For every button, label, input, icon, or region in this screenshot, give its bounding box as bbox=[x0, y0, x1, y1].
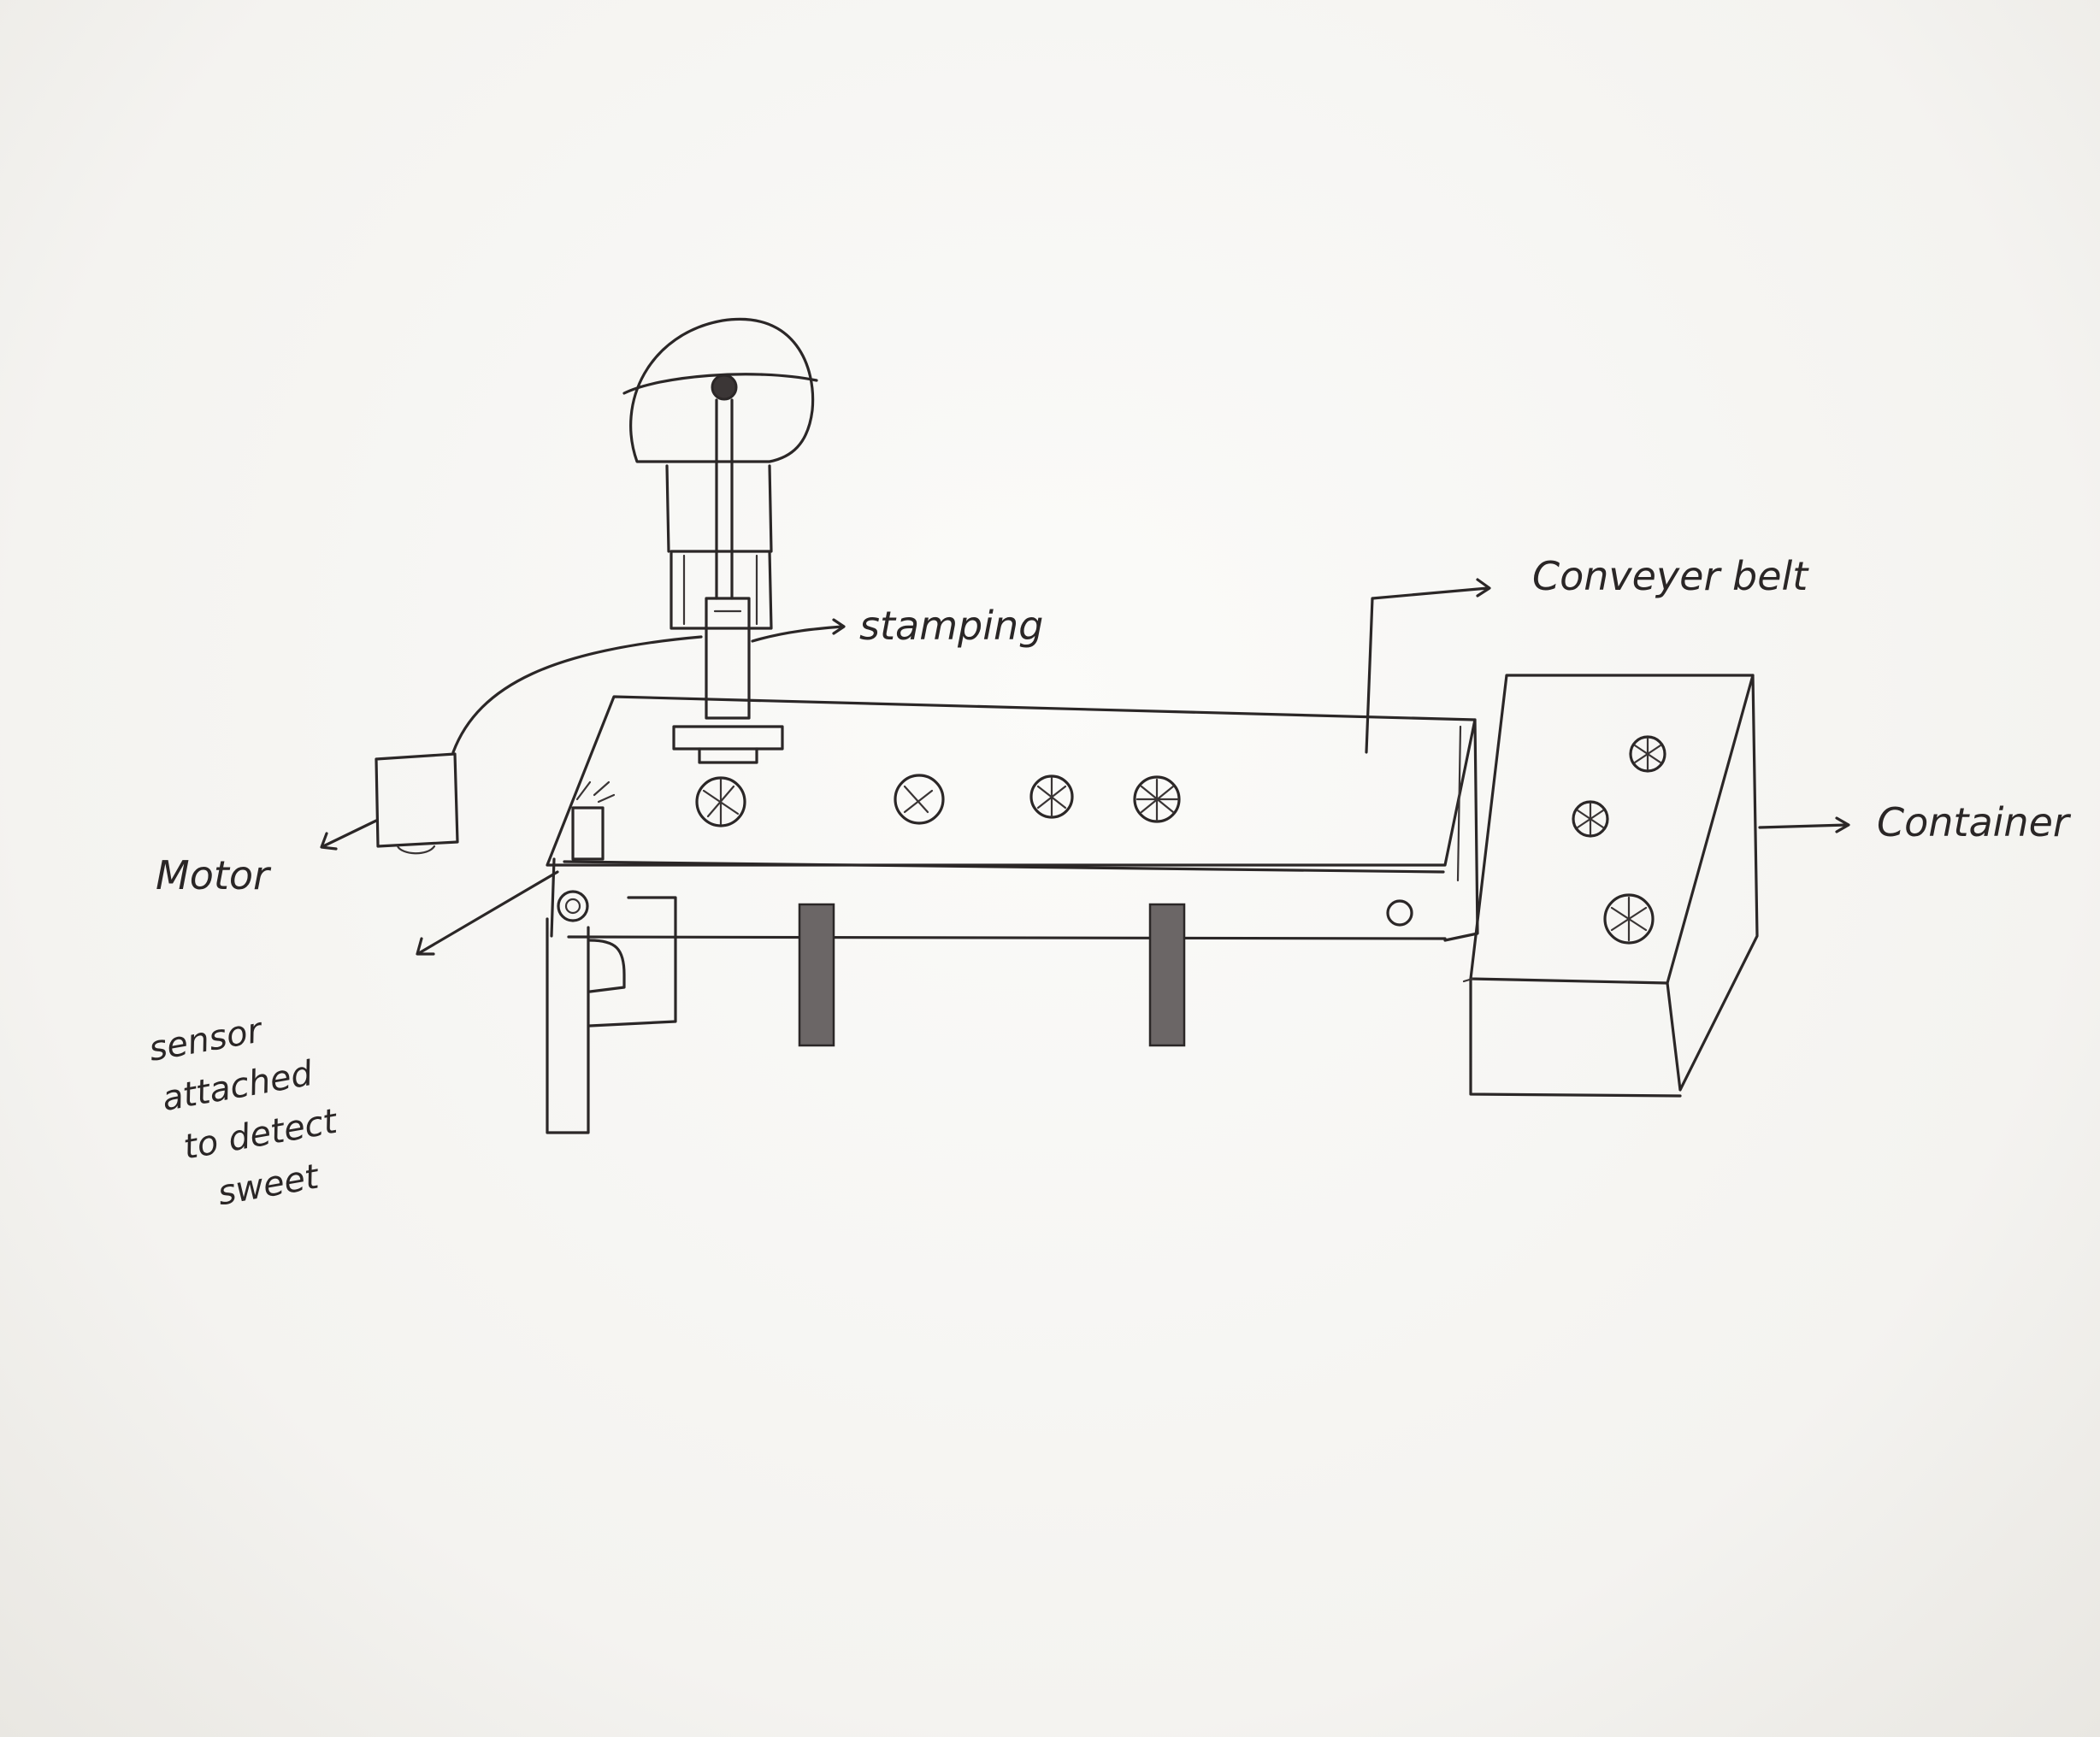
sensor-signal-icon bbox=[577, 782, 614, 802]
container-label: Container bbox=[1877, 799, 2072, 845]
sweet-in-container-3 bbox=[1605, 895, 1653, 943]
motor-arrow bbox=[323, 821, 376, 846]
container-arrow bbox=[1760, 825, 1847, 827]
motor-cable bbox=[453, 637, 701, 752]
left-roller bbox=[558, 892, 587, 921]
stamping-press bbox=[624, 319, 817, 763]
sensor-box bbox=[573, 808, 603, 859]
motor-label: Motor bbox=[156, 852, 272, 898]
pivot-dot bbox=[712, 375, 736, 399]
sensor-label: sensor attached to detect sweet bbox=[146, 1000, 350, 1221]
conveyor-belt bbox=[547, 697, 1478, 1133]
support-post-left bbox=[799, 904, 834, 1045]
motor bbox=[376, 637, 701, 853]
sweets-on-belt bbox=[697, 775, 1179, 826]
container bbox=[1464, 675, 1757, 1096]
support-post-right bbox=[1150, 904, 1184, 1045]
conveyer-belt-label: Conveyer belt bbox=[1532, 553, 1809, 599]
sweet-in-container-2 bbox=[1573, 802, 1607, 836]
sweet-3 bbox=[1031, 776, 1072, 817]
sweet-4 bbox=[1135, 777, 1179, 821]
sensor-label-line-1: sensor bbox=[146, 1010, 267, 1069]
stamping-label: stamping bbox=[859, 603, 1043, 649]
labels: stamping Conveyer belt Container Motor s… bbox=[146, 553, 2072, 1221]
conveyer-belt-arrow bbox=[1366, 588, 1488, 752]
sensor-arrow bbox=[419, 872, 557, 953]
sensor-label-line-4: sweet bbox=[215, 1157, 322, 1213]
sweet-2 bbox=[895, 775, 943, 823]
sweet-in-container-1 bbox=[1631, 737, 1665, 771]
sweet-1 bbox=[697, 778, 745, 826]
right-roller bbox=[1388, 901, 1412, 925]
